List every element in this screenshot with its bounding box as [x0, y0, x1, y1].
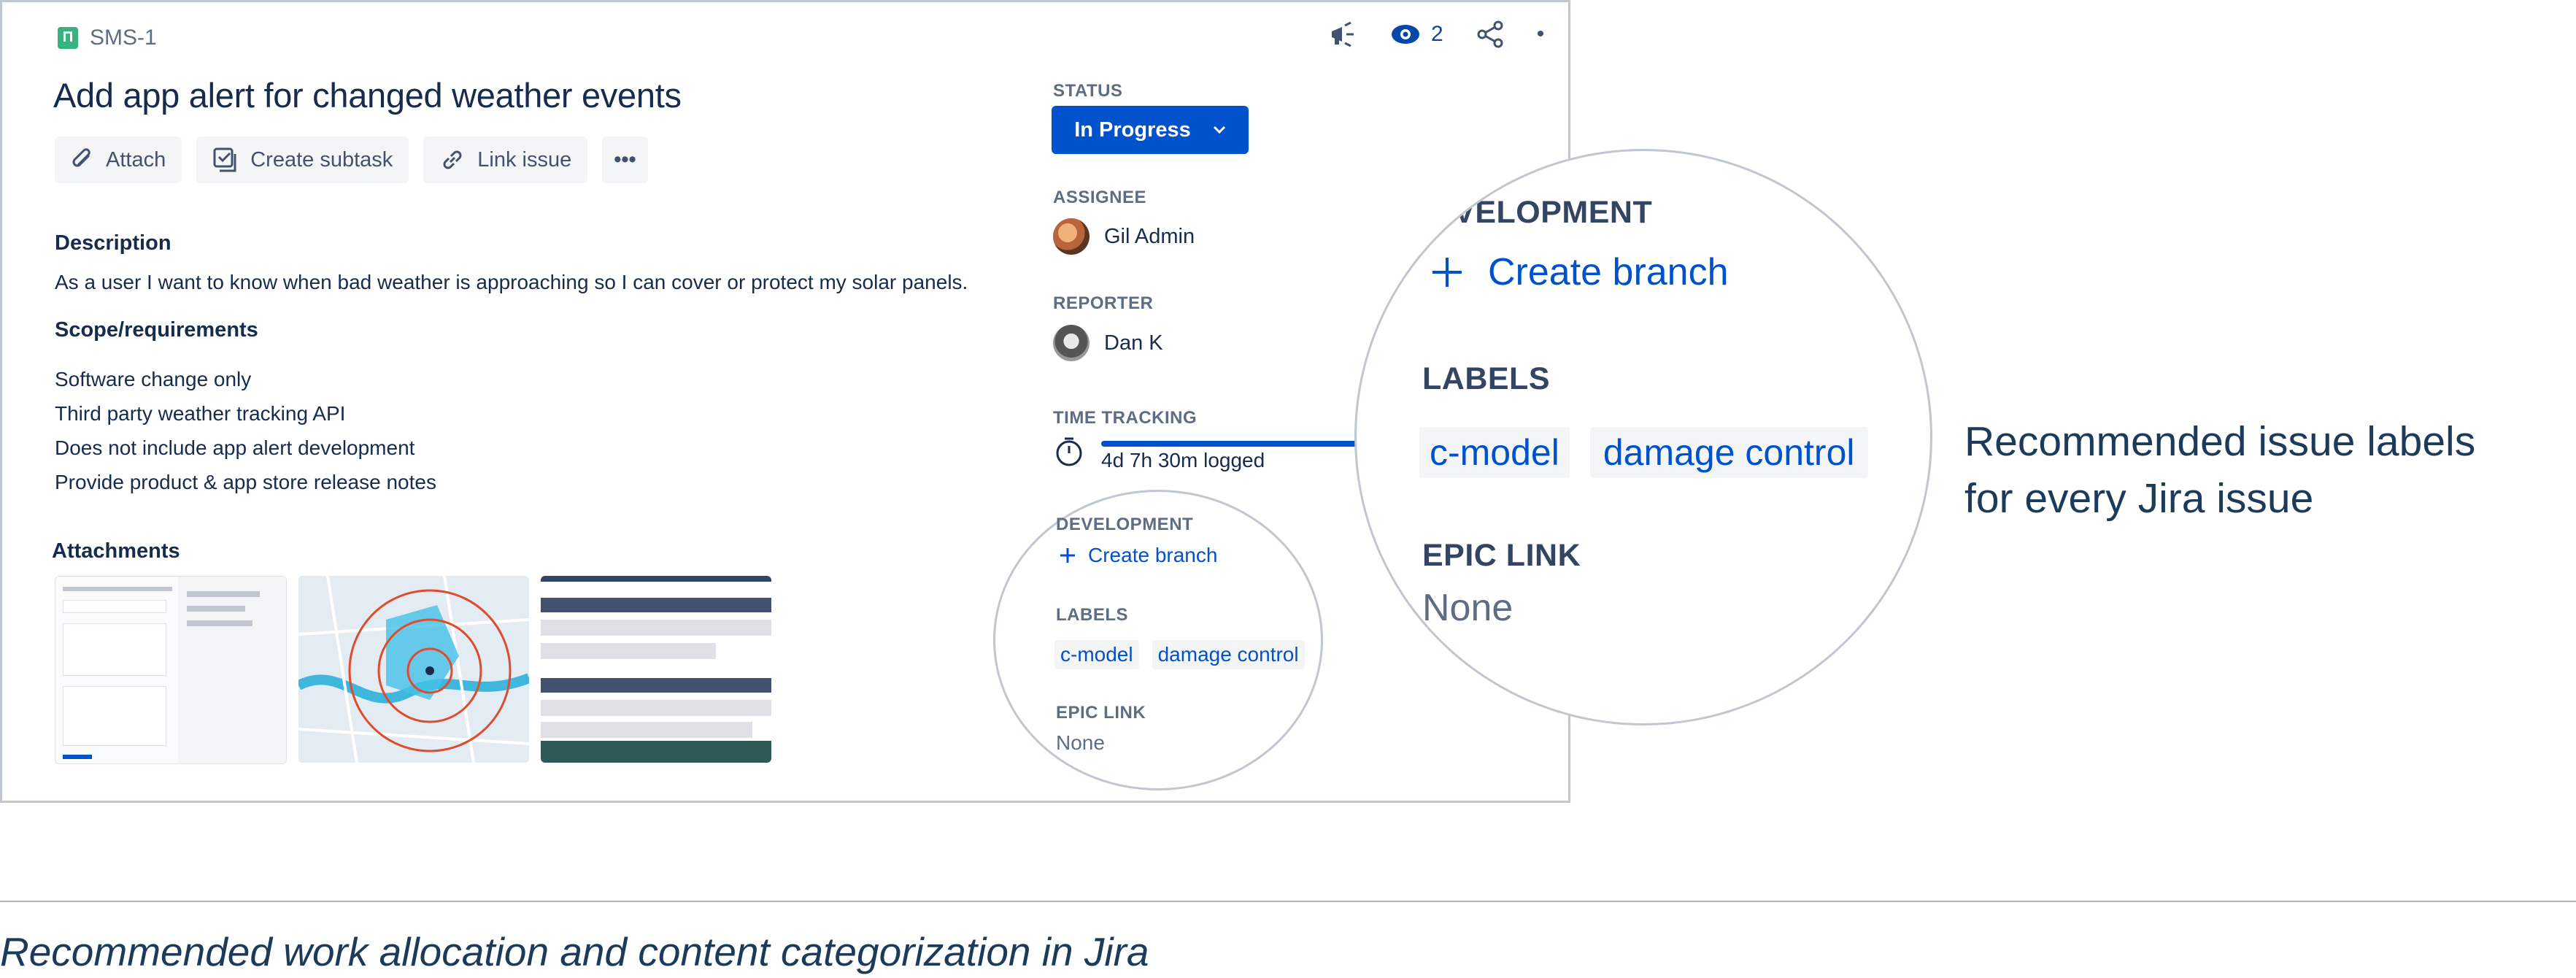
- attach-label: Attach: [106, 147, 166, 172]
- link-issue-label: Link issue: [477, 147, 572, 172]
- create-subtask-label: Create subtask: [250, 147, 393, 172]
- scope-list: Software change only Third party weather…: [55, 362, 436, 499]
- attach-button[interactable]: Attach: [55, 136, 182, 183]
- more-button[interactable]: •••: [602, 136, 648, 183]
- attachment-thumbnail-map[interactable]: [298, 576, 529, 763]
- more-dots-icon: •••: [614, 147, 636, 172]
- chevron-down-icon: [1213, 126, 1225, 134]
- zoom-label-tag[interactable]: c-model: [1419, 427, 1570, 478]
- time-tracking-label: TIME TRACKING: [1053, 408, 1198, 428]
- issue-key[interactable]: SMS-1: [58, 26, 157, 50]
- reporter-field[interactable]: Dan K: [1053, 325, 1163, 361]
- status-label: STATUS: [1053, 81, 1123, 101]
- stopwatch-icon: [1054, 436, 1084, 471]
- create-branch-link[interactable]: Create branch: [1059, 544, 1217, 567]
- time-logged: 4d 7h 30m logged: [1101, 449, 1265, 471]
- assignee-name: Gil Admin: [1104, 224, 1195, 248]
- description-text[interactable]: As a user I want to know when bad weathe…: [55, 271, 968, 293]
- issue-title[interactable]: Add app alert for changed weather events: [53, 76, 682, 115]
- caption-divider: [0, 901, 2576, 902]
- zoomed-detail-circle: EVELOPMENT Create branch LABELS c-model …: [1354, 149, 1932, 725]
- reporter-avatar: [1053, 325, 1090, 361]
- assignee-label: ASSIGNEE: [1053, 188, 1147, 207]
- zoom-epic-link-label: EPIC LINK: [1422, 538, 1581, 573]
- reporter-name: Dan K: [1104, 331, 1163, 355]
- development-label: DEVELOPMENT: [1056, 515, 1194, 534]
- create-subtask-button[interactable]: Create subtask: [196, 136, 409, 183]
- scope-item: Does not include app alert development: [55, 436, 415, 459]
- zoom-label-tag[interactable]: damage control: [1589, 427, 1868, 478]
- scope-item: Provide product & app store release note…: [55, 471, 436, 493]
- zoom-labels-label: LABELS: [1422, 361, 1550, 396]
- reporter-label: REPORTER: [1053, 293, 1154, 313]
- issue-panel: SMS-1 2 • Add app alert for changed weat…: [0, 0, 1570, 803]
- epic-link-label: EPIC LINK: [1056, 703, 1146, 723]
- more-actions-icon[interactable]: •: [1536, 22, 1545, 46]
- status-dropdown[interactable]: In Progress: [1052, 106, 1249, 154]
- zoom-labels-list: c-model damage control: [1419, 427, 1868, 478]
- plus-icon: [1432, 258, 1462, 287]
- assignee-field[interactable]: Gil Admin: [1053, 218, 1195, 255]
- epic-link-value[interactable]: None: [1056, 731, 1105, 754]
- feedback-megaphone-icon[interactable]: [1329, 21, 1358, 47]
- paperclip-icon: [72, 148, 90, 167]
- issue-toolbar: Attach Create subtask Link issue •••: [55, 136, 648, 183]
- attachment-thumbnail-list[interactable]: [541, 576, 771, 763]
- zoom-development-label: EVELOPMENT: [1432, 195, 1653, 230]
- subtask-icon: [213, 147, 236, 172]
- scope-item: Software change only: [55, 368, 252, 390]
- attachment-thumbnails: [55, 576, 771, 764]
- label-tag[interactable]: damage control: [1152, 640, 1305, 669]
- weather-map-image: [298, 576, 529, 763]
- zoom-epic-link-value: None: [1422, 587, 1513, 629]
- zoom-create-branch-label: Create branch: [1488, 251, 1729, 293]
- labels-label: LABELS: [1056, 605, 1128, 625]
- annotation-line: Recommended issue labels: [1964, 418, 2476, 465]
- issue-top-tools: 2 •: [1329, 20, 1544, 49]
- attachment-thumbnail-form[interactable]: [55, 576, 287, 764]
- annotation-text: Recommended issue labels for every Jira …: [1964, 413, 2475, 527]
- description-heading: Description: [55, 231, 171, 255]
- link-icon: [443, 150, 462, 169]
- annotation-line: for every Jira issue: [1964, 475, 2314, 522]
- scope-item: Third party weather tracking API: [55, 402, 346, 425]
- watcher-count: 2: [1431, 22, 1443, 46]
- time-tracking-progress-fill: [1101, 441, 1451, 447]
- issue-key-text: SMS-1: [90, 26, 157, 50]
- figure-caption: Recommended work allocation and content …: [0, 929, 1149, 974]
- attachments-heading: Attachments: [52, 539, 180, 563]
- create-branch-label: Create branch: [1088, 544, 1218, 566]
- label-tag[interactable]: c-model: [1054, 640, 1139, 669]
- scope-heading: Scope/requirements: [55, 318, 258, 342]
- eye-icon: [1392, 25, 1419, 44]
- share-icon[interactable]: [1476, 20, 1505, 49]
- time-tracking-progress[interactable]: [1101, 441, 1539, 447]
- story-icon: [58, 27, 78, 49]
- plus-icon: [1060, 548, 1075, 563]
- status-value: In Progress: [1074, 118, 1191, 142]
- watch-button[interactable]: 2: [1390, 22, 1443, 47]
- zoom-create-branch-link[interactable]: Create branch: [1431, 250, 1729, 294]
- assignee-avatar: [1053, 218, 1090, 255]
- link-issue-button[interactable]: Link issue: [423, 136, 588, 183]
- labels-list: c-model damage control: [1054, 640, 1305, 669]
